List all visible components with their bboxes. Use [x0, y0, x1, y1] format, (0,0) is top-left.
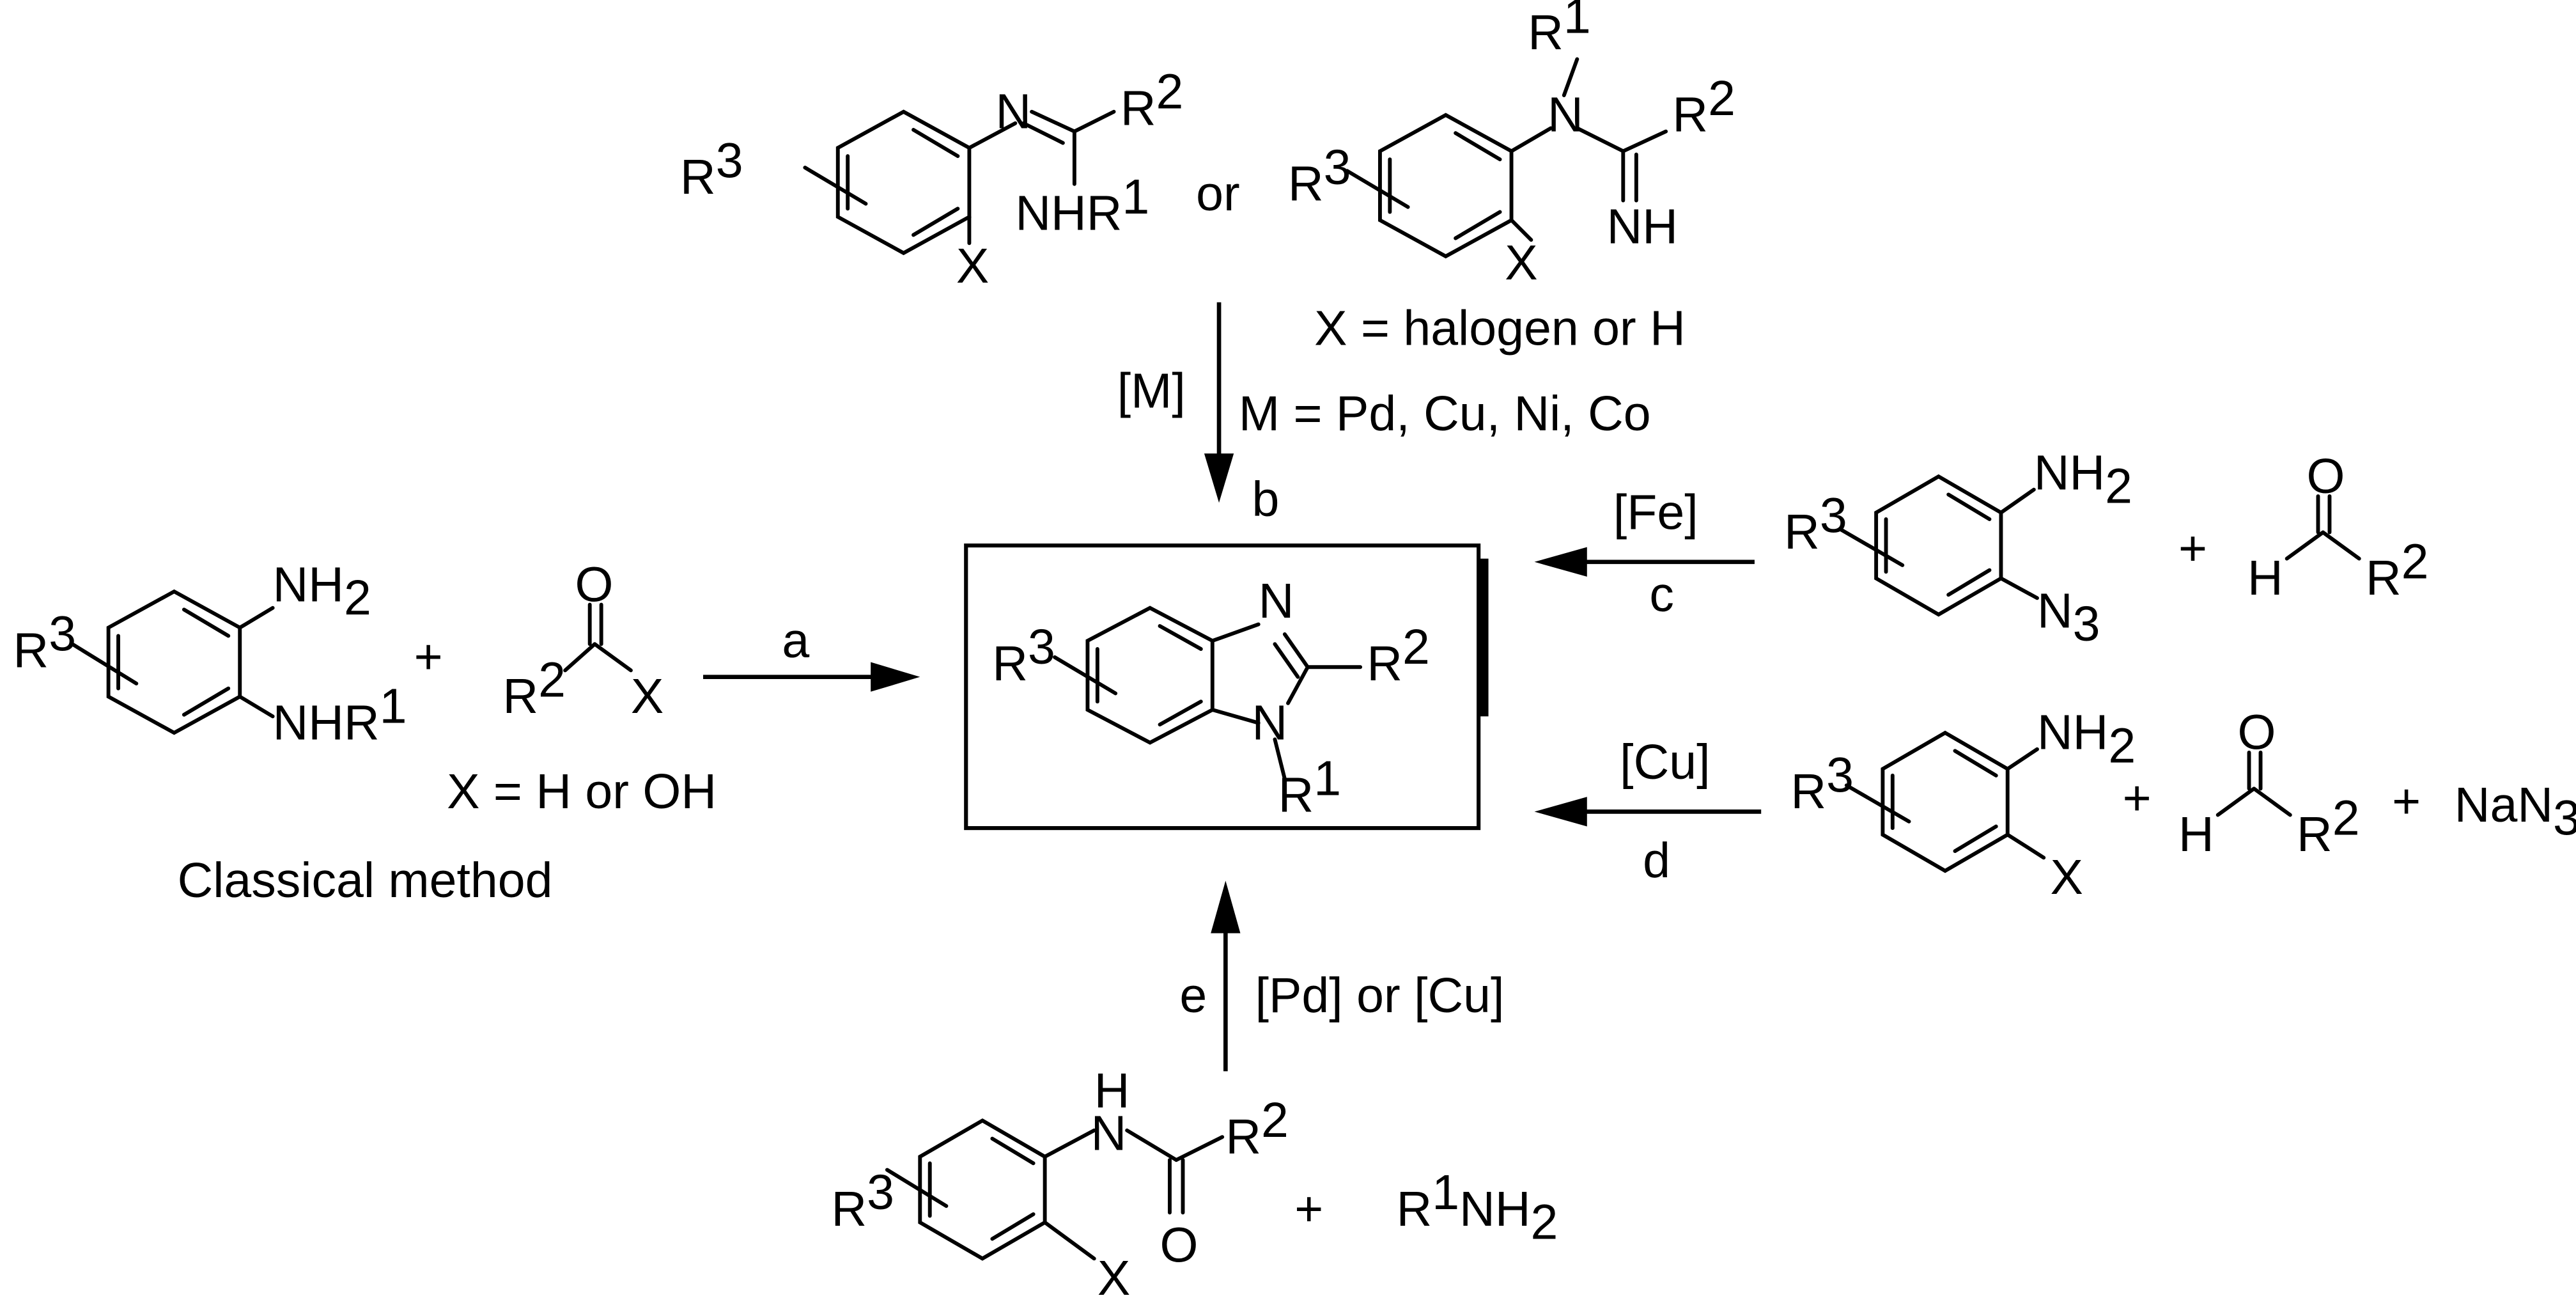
r1-label: R1	[1278, 751, 1342, 823]
x-label: X	[1505, 235, 1537, 290]
x-label: X	[631, 669, 663, 724]
r2-label: R2	[1225, 1093, 1289, 1164]
azido-aniline-reactant: R3 NH2 N3	[1784, 446, 2132, 652]
route-b-metals: M = Pd, Cu, Ni, Co	[1239, 386, 1651, 441]
nhr1-label: NHR1	[273, 679, 407, 751]
carbonyl-reactant: O R2 X	[502, 557, 663, 724]
route-c-label: c	[1649, 567, 1674, 622]
r3-label: R3	[831, 1165, 894, 1237]
r3-label: R3	[1288, 140, 1351, 212]
h-label: H	[1094, 1063, 1130, 1118]
h-label: H	[2247, 551, 2283, 606]
route-b-arrow	[1204, 302, 1234, 503]
r3-label: R3	[1790, 748, 1854, 820]
aldehyde-reactant-d: O H R2	[2178, 705, 2360, 862]
h-label: H	[2178, 807, 2214, 862]
or-label: or	[1196, 166, 1240, 221]
nh2-label: NH2	[2034, 446, 2132, 514]
r1-label: R1	[1528, 0, 1591, 60]
route-c-arrow	[1534, 547, 1755, 577]
o-label: O	[2306, 449, 2345, 504]
box-right-edge-mark	[1477, 558, 1489, 717]
r2-label: R2	[1121, 65, 1184, 136]
x-label: X	[1098, 1251, 1130, 1298]
r3-label: R3	[680, 134, 743, 205]
route-b-label: b	[1252, 472, 1279, 527]
o-label: O	[2238, 705, 2276, 760]
route-d-catalyst: [Cu]	[1620, 735, 1710, 790]
o-label: O	[575, 557, 614, 612]
classical-method-label: Classical method	[178, 853, 553, 908]
route-e-label: e	[1179, 968, 1207, 1023]
n3-label: N	[1259, 574, 1294, 629]
route-d-plus-2: +	[2392, 774, 2421, 829]
route-b-catalyst: [M]	[1117, 363, 1186, 418]
route-a-plus: +	[414, 630, 443, 685]
nh2-label: NH2	[273, 557, 371, 625]
benzimidazole-product: R3 N R2 N R1	[992, 574, 1430, 822]
route-d-arrow	[1534, 797, 1762, 827]
route-c-plus: +	[2178, 521, 2207, 576]
n1-label: N	[1252, 695, 1287, 750]
x-label: X	[2051, 850, 2083, 905]
r2-label: R2	[1672, 71, 1735, 143]
haloaniline-reactant: R3 NH2 X	[1790, 705, 2136, 905]
x-definition-top: X = halogen or H	[1314, 301, 1686, 356]
r1nh2-label: R1NH2	[1397, 1165, 1558, 1249]
n3-label: N3	[2037, 584, 2100, 652]
top-left-amidine: R3 N R2 NHR1 X	[680, 65, 1183, 293]
route-e-arrow	[1211, 880, 1241, 1072]
r3-label: R3	[13, 607, 77, 678]
r2-label: R2	[1367, 620, 1430, 691]
nh2-label: NH2	[2037, 705, 2136, 774]
top-right-amidine: R1 N R2 R3 NH X	[1288, 0, 1735, 290]
x-definition-a: X = H or OH	[447, 764, 717, 819]
n-label: N	[1091, 1106, 1127, 1161]
r3-label: R3	[992, 620, 1055, 691]
route-a-label: a	[782, 613, 809, 668]
r3-label: R3	[1784, 489, 1847, 560]
route-d-plus-1: +	[2123, 771, 2152, 826]
o-label: O	[1160, 1217, 1199, 1272]
x-label: X	[956, 238, 989, 293]
amide-n-label: N	[1548, 88, 1583, 143]
r2-label: R2	[2297, 790, 2360, 862]
route-d-label: d	[1643, 833, 1670, 888]
sodium-azide-label: NaN3	[2455, 778, 2576, 846]
route-c-catalyst: [Fe]	[1613, 485, 1698, 540]
route-e-catalyst: [Pd] or [Cu]	[1255, 968, 1505, 1023]
imine-n-label: N	[996, 84, 1032, 139]
r2-label: R2	[502, 653, 566, 724]
r2-label: R2	[2366, 535, 2429, 606]
aldehyde-reactant-c: O H R2	[2247, 449, 2429, 606]
route-e-plus: +	[1294, 1182, 1323, 1237]
anilide-reactant: H N R2 O R3 X	[831, 1063, 1288, 1298]
nhr1-label: NHR1	[1015, 169, 1149, 241]
diamine-reactant: R3 NH2 NHR1	[13, 557, 407, 750]
route-a-arrow	[703, 662, 920, 692]
nh-label: NH	[1607, 199, 1678, 254]
